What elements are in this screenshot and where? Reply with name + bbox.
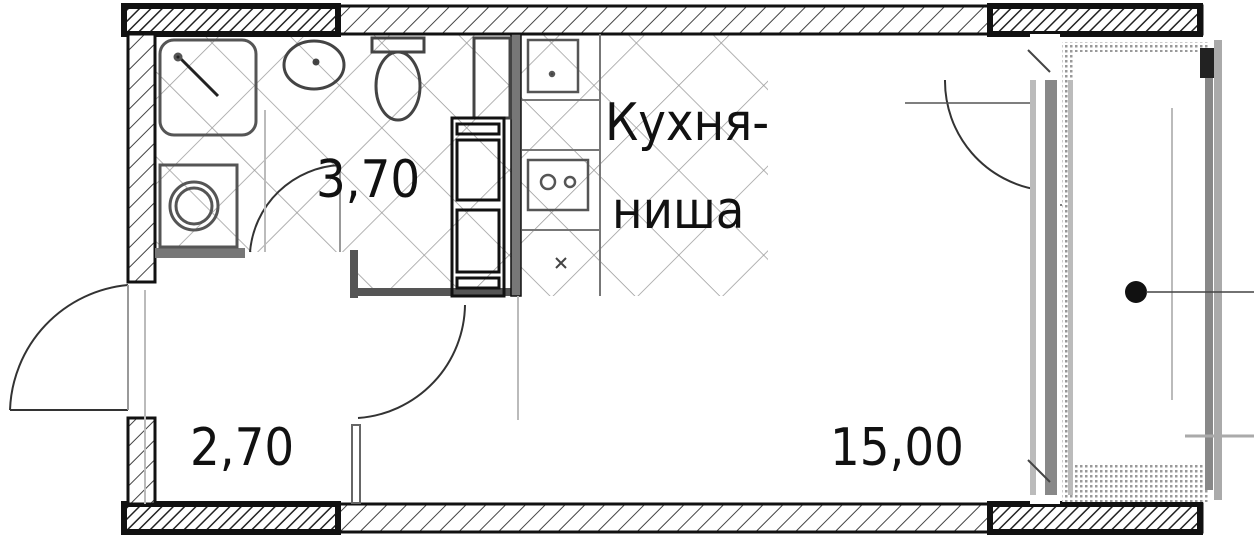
bathroom-area-label: 3,70 bbox=[316, 150, 420, 210]
shower-icon bbox=[158, 38, 258, 137]
left-wall bbox=[126, 32, 157, 506]
kitchen-appliance-column bbox=[450, 116, 506, 298]
cooktop-icon bbox=[526, 158, 590, 212]
kitchen-partition bbox=[510, 33, 522, 297]
entrance-door[interactable] bbox=[9, 284, 129, 411]
hall-door[interactable] bbox=[351, 304, 466, 504]
hall-area-label: 2,70 bbox=[190, 418, 294, 478]
top-wall bbox=[121, 3, 1204, 37]
kitchen-label-line2: ниша bbox=[612, 181, 744, 241]
kitchen-counter bbox=[522, 34, 601, 296]
washing-machine-icon bbox=[158, 163, 239, 249]
kitchen-sink-icon bbox=[526, 38, 580, 94]
bathroom-partition bbox=[155, 248, 245, 258]
bottom-wall bbox=[121, 501, 1204, 535]
kitchen-floor bbox=[520, 34, 768, 296]
sink-icon bbox=[282, 39, 346, 91]
ceiling-light-point bbox=[1125, 281, 1147, 303]
toilet-icon bbox=[370, 36, 426, 122]
balcony bbox=[1027, 34, 1254, 504]
living-area-label: 15,00 bbox=[830, 418, 964, 478]
kitchen-label-line1: Кухня- bbox=[605, 93, 769, 153]
bathroom-door[interactable] bbox=[249, 164, 341, 253]
